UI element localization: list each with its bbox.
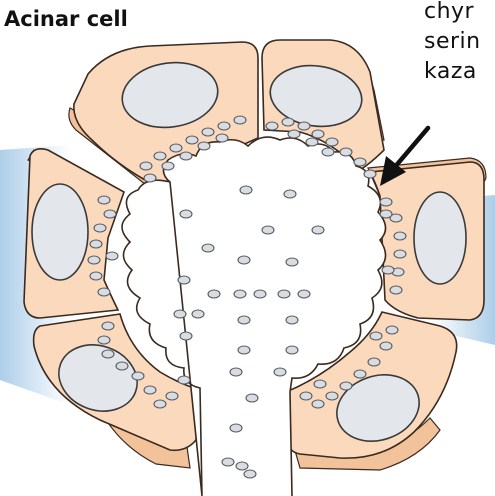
granule (236, 462, 248, 470)
granule (180, 332, 192, 340)
granule (354, 158, 366, 166)
granule (240, 186, 252, 194)
granule (102, 350, 114, 358)
granule (312, 400, 324, 408)
granule (288, 130, 300, 138)
granule (394, 232, 406, 240)
annotation-line-1: chyr (424, 0, 475, 24)
granule (202, 244, 214, 252)
granule (326, 138, 338, 146)
granule (390, 286, 402, 294)
granule (382, 266, 394, 274)
granule (284, 190, 296, 198)
granule (186, 136, 198, 144)
granule (98, 196, 110, 204)
granule (140, 162, 152, 170)
granule (394, 250, 406, 258)
granule (354, 370, 366, 378)
granule (312, 130, 324, 138)
granule (132, 372, 144, 380)
granule (94, 224, 106, 232)
granule (262, 226, 274, 234)
granule (180, 152, 192, 160)
granule (216, 134, 228, 142)
granule (274, 368, 286, 376)
granule (370, 332, 382, 340)
annotation-line-3: kaza (424, 59, 477, 84)
granule (230, 368, 242, 376)
granule (368, 358, 380, 366)
granule (298, 122, 310, 130)
granule (154, 152, 166, 160)
granule (218, 122, 230, 130)
granule (386, 326, 398, 334)
granule (170, 144, 182, 152)
granule (208, 290, 220, 298)
granule (144, 174, 156, 182)
nucleus (414, 192, 466, 284)
granule (202, 128, 214, 136)
granule (234, 116, 246, 124)
granule (306, 138, 318, 146)
granule (314, 380, 326, 388)
granule (162, 162, 174, 170)
granule (340, 148, 352, 156)
granule (238, 256, 250, 264)
granule (312, 226, 324, 234)
granule (238, 316, 250, 324)
granule (380, 342, 392, 350)
granule (154, 400, 166, 408)
granule (300, 392, 312, 400)
granule (340, 382, 352, 390)
granule (174, 310, 186, 318)
granule (298, 290, 310, 298)
granule (106, 252, 118, 260)
granule (104, 210, 116, 218)
granule (254, 290, 266, 298)
granule (102, 322, 114, 330)
annotation-line-2: serin (424, 29, 481, 54)
granule (180, 210, 192, 218)
granule (380, 198, 392, 206)
granule (364, 170, 376, 178)
granule (90, 272, 102, 280)
granule (230, 424, 242, 432)
granule (326, 392, 338, 400)
granule (266, 122, 278, 130)
granule (238, 346, 250, 354)
granule (116, 362, 128, 370)
granule (286, 258, 298, 266)
granule (246, 394, 258, 402)
granule (234, 290, 246, 298)
granule (286, 346, 298, 354)
granule (178, 276, 190, 284)
granule (88, 256, 100, 264)
granule (322, 148, 334, 156)
granule (286, 316, 298, 324)
granule (198, 142, 210, 150)
granule (98, 336, 110, 344)
diagram-title: Acinar cell (4, 7, 128, 31)
granule (98, 288, 110, 296)
granule (192, 310, 204, 318)
granule (166, 392, 178, 400)
nucleus (32, 184, 88, 280)
granule (380, 210, 392, 218)
granule (244, 470, 256, 478)
granule (90, 240, 102, 248)
granule (282, 118, 294, 126)
granule (278, 290, 290, 298)
granule (144, 386, 156, 394)
granule (222, 458, 234, 466)
granule (178, 376, 190, 384)
